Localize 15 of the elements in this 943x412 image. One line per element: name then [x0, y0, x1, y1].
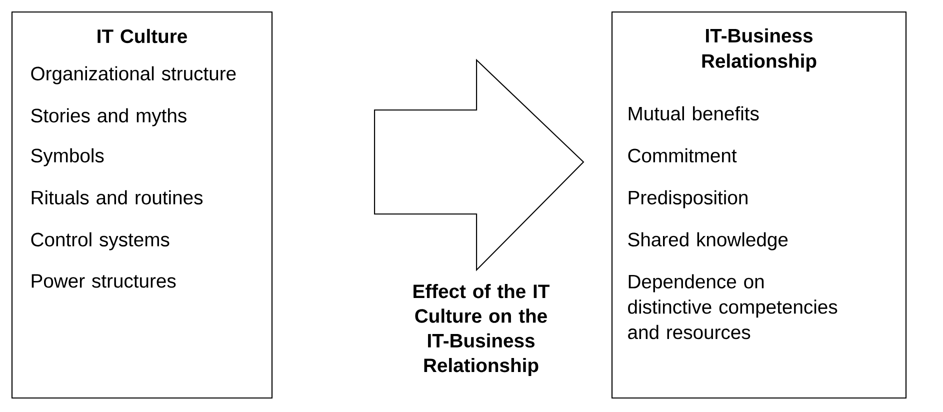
list-item: Dependence on distinctive competencies and resources	[628, 274, 838, 340]
heading: IT Culture	[98, 28, 187, 44]
list-item: Rituals and routines	[32, 190, 203, 204]
caption: Effect of the IT Culture on the IT-Business Relationship	[414, 284, 550, 376]
list-item: Predisposition	[628, 190, 748, 208]
block-arrow	[374, 58, 584, 272]
heading: IT-Business Relationship	[702, 28, 816, 72]
list-item: Control systems	[31, 232, 170, 250]
list-item: Commitment	[628, 148, 737, 162]
list-item: Shared knowledge	[628, 232, 788, 250]
list-item: Symbols	[31, 148, 104, 166]
list-item: Organizational structure	[31, 66, 236, 84]
list-item: Stories and myths	[31, 108, 186, 126]
list-item: Mutual benefits	[628, 106, 759, 120]
list-item: Power structures	[32, 274, 176, 288]
